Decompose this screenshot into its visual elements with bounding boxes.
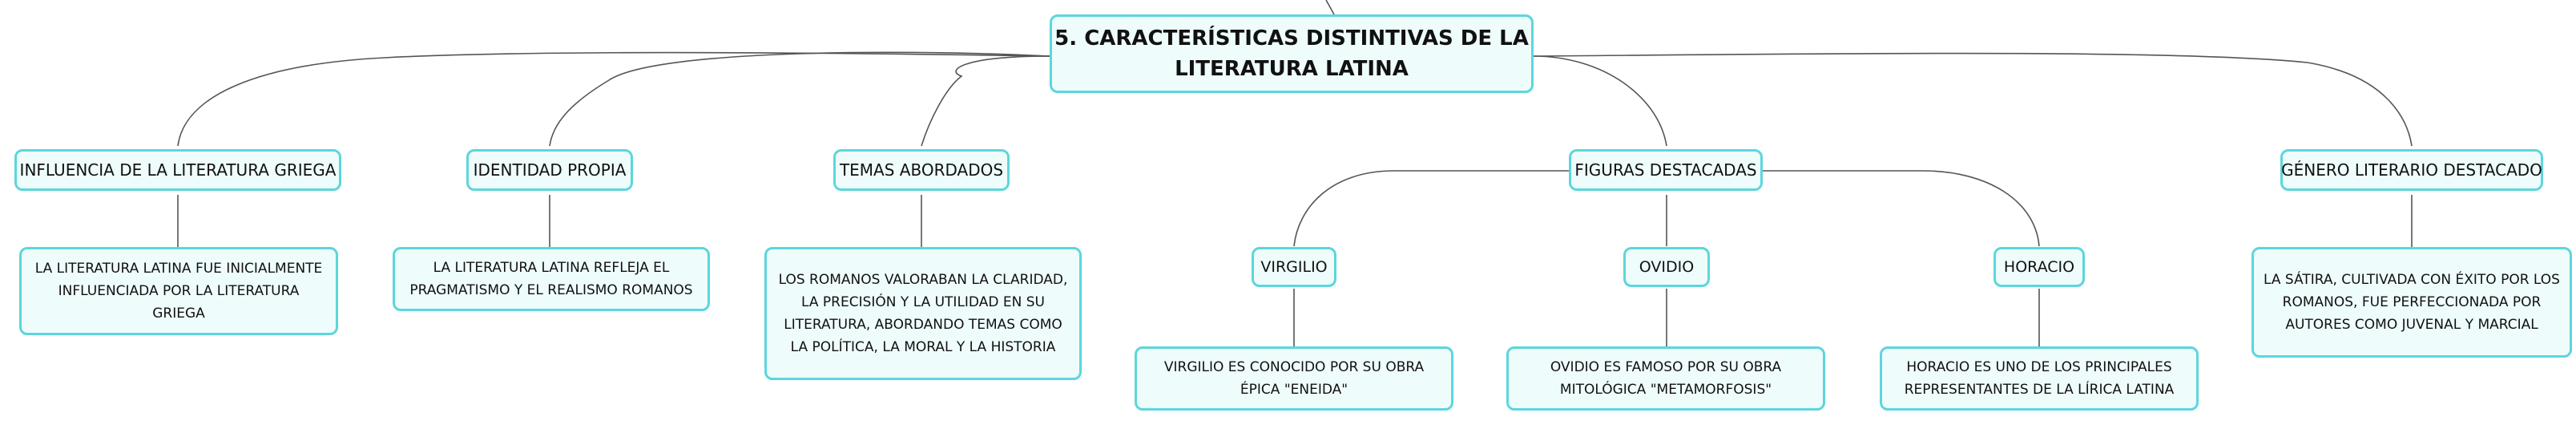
detail-influencia-griega[interactable]: LA LITERATURA LATINA FUE INICIALMENTE IN… bbox=[19, 247, 338, 335]
detail-text: LA LITERATURA LATINA FUE INICIALMENTE IN… bbox=[34, 261, 323, 322]
figure-horacio[interactable]: HORACIO bbox=[1993, 247, 2085, 287]
topic-label: IDENTIDAD PROPIA bbox=[473, 160, 627, 180]
detail-temas-abordados[interactable]: LOS ROMANOS VALORABAN LA CLARIDAD, LA PR… bbox=[764, 247, 1082, 380]
detail-text: LOS ROMANOS VALORABAN LA CLARIDAD, LA PR… bbox=[778, 272, 1068, 355]
topic-identidad-propia[interactable]: IDENTIDAD PROPIA bbox=[466, 149, 633, 191]
topic-temas-abordados[interactable]: TEMAS ABORDADOS bbox=[833, 149, 1010, 191]
detail-genero-literario[interactable]: LA SÁTIRA, CULTIVADA CON ÉXITO POR LOS R… bbox=[2251, 247, 2572, 358]
detail-horacio[interactable]: HORACIO ES UNO DE LOS PRINCIPALES REPRES… bbox=[1880, 346, 2199, 411]
detail-text: LA SÁTIRA, CULTIVADA CON ÉXITO POR LOS R… bbox=[2264, 272, 2560, 333]
topic-influencia-griega[interactable]: INFLUENCIA DE LA LITERATURA GRIEGA bbox=[14, 149, 341, 191]
topic-label: TEMAS ABORDADOS bbox=[839, 160, 1004, 180]
figure-name: HORACIO bbox=[2003, 258, 2075, 276]
detail-text: OVIDIO ES FAMOSO POR SU OBRA MITOLÓGICA … bbox=[1550, 359, 1782, 398]
figure-virgilio[interactable]: VIRGILIO bbox=[1252, 247, 1336, 287]
topic-label: GÉNERO LITERARIO DESTACADO bbox=[2281, 160, 2542, 180]
detail-text: VIRGILIO ES CONOCIDO POR SU OBRA ÉPICA "… bbox=[1163, 359, 1425, 398]
topic-label: INFLUENCIA DE LA LITERATURA GRIEGA bbox=[19, 160, 337, 180]
detail-virgilio[interactable]: VIRGILIO ES CONOCIDO POR SU OBRA ÉPICA "… bbox=[1135, 346, 1453, 411]
figure-name: VIRGILIO bbox=[1260, 258, 1328, 276]
connector-figuras-horacio bbox=[1763, 170, 2040, 247]
figure-name: OVIDIO bbox=[1639, 258, 1695, 276]
detail-text: HORACIO ES UNO DE LOS PRINCIPALES REPRES… bbox=[1904, 359, 2175, 398]
connector-figuras-virgilio bbox=[1293, 170, 1569, 247]
connector-root-temas bbox=[921, 55, 1050, 147]
root-title: 5. CARACTERÍSTICAS DISTINTIVAS DE LA LIT… bbox=[1054, 26, 1529, 81]
detail-ovidio[interactable]: OVIDIO ES FAMOSO POR SU OBRA MITOLÓGICA … bbox=[1506, 346, 1825, 411]
detail-text: LA LITERATURA LATINA REFLEJA EL PRAGMATI… bbox=[409, 260, 693, 298]
figure-ovidio[interactable]: OVIDIO bbox=[1623, 247, 1710, 287]
topic-genero-literario[interactable]: GÉNERO LITERARIO DESTACADO bbox=[2280, 149, 2543, 191]
root-topic[interactable]: 5. CARACTERÍSTICAS DISTINTIVAS DE LA LIT… bbox=[1050, 14, 1534, 93]
topic-figuras-destacadas[interactable]: FIGURAS DESTACADAS bbox=[1569, 149, 1763, 191]
topic-label: FIGURAS DESTACADAS bbox=[1574, 160, 1757, 180]
connector-root-figuras bbox=[1533, 55, 1667, 147]
connector-root-identidad bbox=[549, 51, 1050, 147]
connector-parent bbox=[1325, 0, 1335, 15]
connector-root-genero bbox=[1533, 52, 2413, 147]
detail-identidad-propia[interactable]: LA LITERATURA LATINA REFLEJA EL PRAGMATI… bbox=[393, 247, 710, 311]
connector-root-influencia bbox=[177, 51, 1050, 147]
